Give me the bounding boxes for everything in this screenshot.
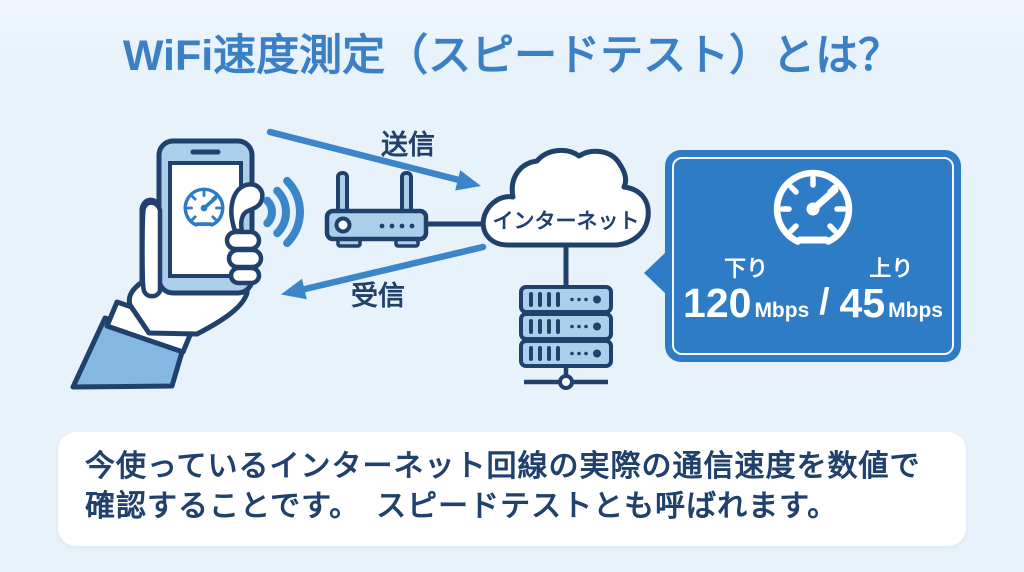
download-unit: Mbps [754,299,810,322]
upload-unit: Mbps [888,299,943,322]
download-label: 下り [724,256,769,281]
description-line1: 今使っているインターネット回線の実際の通信速度を数値で [85,450,921,483]
cloud-label: インターネット [493,210,640,233]
value-separator: / [819,281,830,322]
finger-1 [224,229,262,252]
description-box: 今使っているインターネット回線の実際の通信速度を数値で 確認することです。 スピ… [58,432,966,546]
thumb-shape [229,182,265,234]
hand-holding-phone-illustration [70,138,265,390]
receive-label: 受信 [351,280,405,311]
page-title: WiFi速度測定（スピードテスト）とは？ [122,32,902,80]
server-stack-icon [519,285,613,390]
finger-3 [228,265,262,286]
download-value: 120 [683,280,752,326]
description-line2: 確認することです。 スピードテストとも呼ばれます。 [85,490,839,523]
index-finger [140,200,163,299]
speedometer-icon [771,167,855,251]
router-icon [324,171,492,248]
send-label: 送信 [381,130,435,160]
send-arrow-icon [266,128,481,191]
upload-value: 45 [839,280,886,326]
callout-tail [644,252,666,294]
wifi-waves-icon [263,176,304,248]
receive-arrow-icon [281,243,487,300]
upload-label: 上り [869,256,914,281]
finger-2 [226,247,264,270]
internet-cloud-icon: インターネット [480,147,651,288]
